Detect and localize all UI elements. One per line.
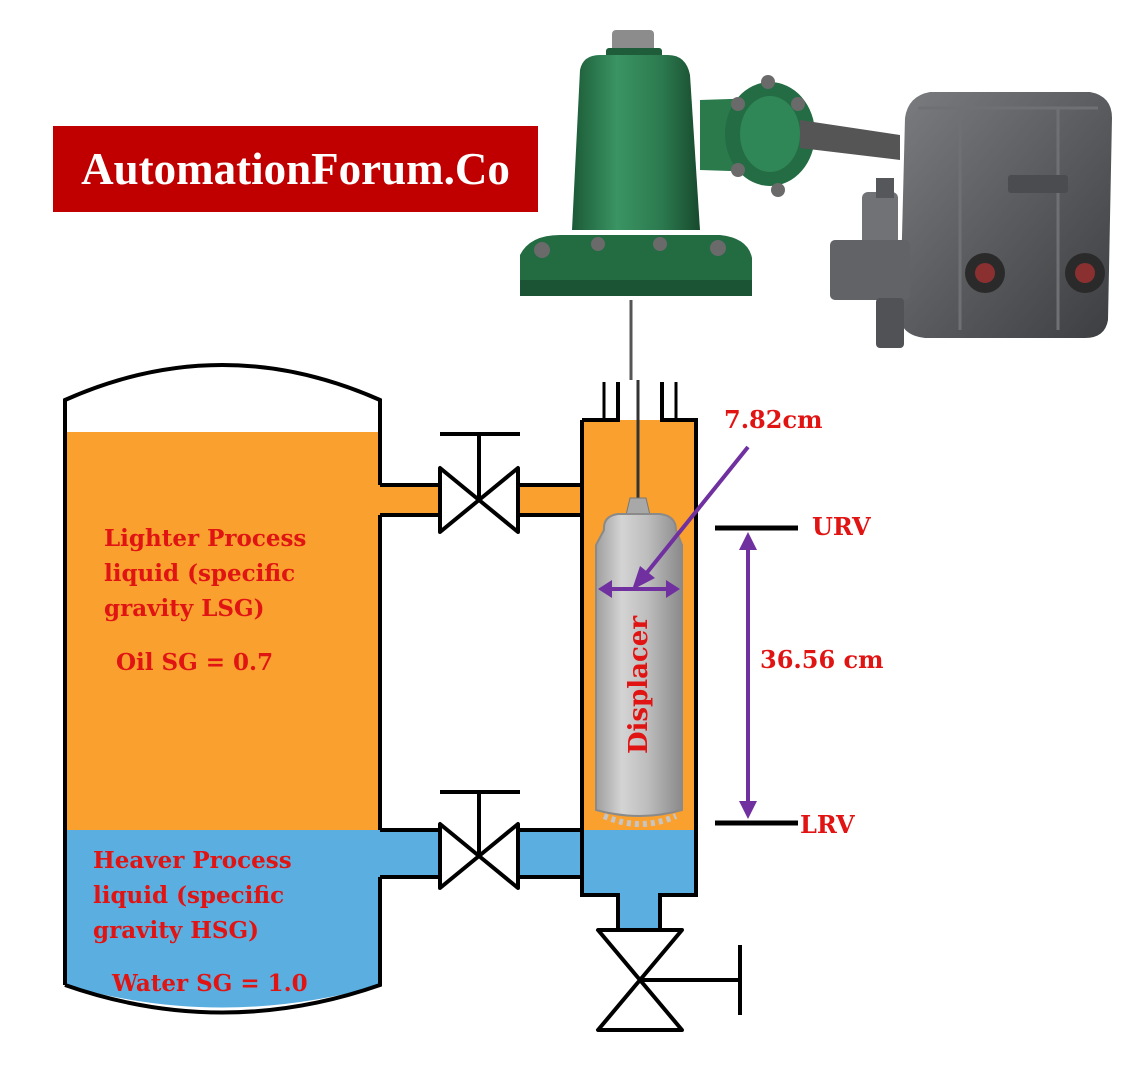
light-liquid-label-line2: liquid (specific xyxy=(104,560,296,587)
light-liquid-label-line3: gravity LSG) xyxy=(104,595,265,622)
lower-isolation-valve xyxy=(438,790,520,890)
transmitter xyxy=(520,30,1112,348)
upper-isolation-valve xyxy=(438,432,520,534)
brand-logo-text: AutomationForum.Co xyxy=(81,144,510,194)
diameter-label: 7.82cm xyxy=(724,405,823,434)
water-layer xyxy=(65,830,380,1008)
heavy-liquid-label-line1: Heaver Process xyxy=(93,847,292,874)
displacer-label: Displacer xyxy=(624,616,654,754)
range-dimension xyxy=(715,525,798,826)
heavy-liquid-label-line3: gravity HSG) xyxy=(93,917,260,944)
heavy-liquid-label-line2: liquid (specific xyxy=(93,882,285,909)
drain-valve xyxy=(596,928,742,1032)
diameter-dimension xyxy=(598,445,750,598)
lower-pipe xyxy=(380,828,582,879)
diameter-leader-arrow xyxy=(643,445,750,577)
vessel xyxy=(63,363,382,1015)
oil-layer xyxy=(65,432,380,830)
vessel-outline xyxy=(63,363,382,1015)
lrv-label: LRV xyxy=(800,810,855,839)
water-sg-label: Water SG = 1.0 xyxy=(112,970,308,997)
upper-pipe xyxy=(380,483,582,517)
urv-label: URV xyxy=(812,512,871,541)
brand-logo: AutomationForum.Co xyxy=(53,126,538,212)
oil-sg-label: Oil SG = 0.7 xyxy=(116,649,274,676)
span-label: 36.56 cm xyxy=(760,645,884,674)
light-liquid-label-line1: Lighter Process xyxy=(104,525,307,552)
